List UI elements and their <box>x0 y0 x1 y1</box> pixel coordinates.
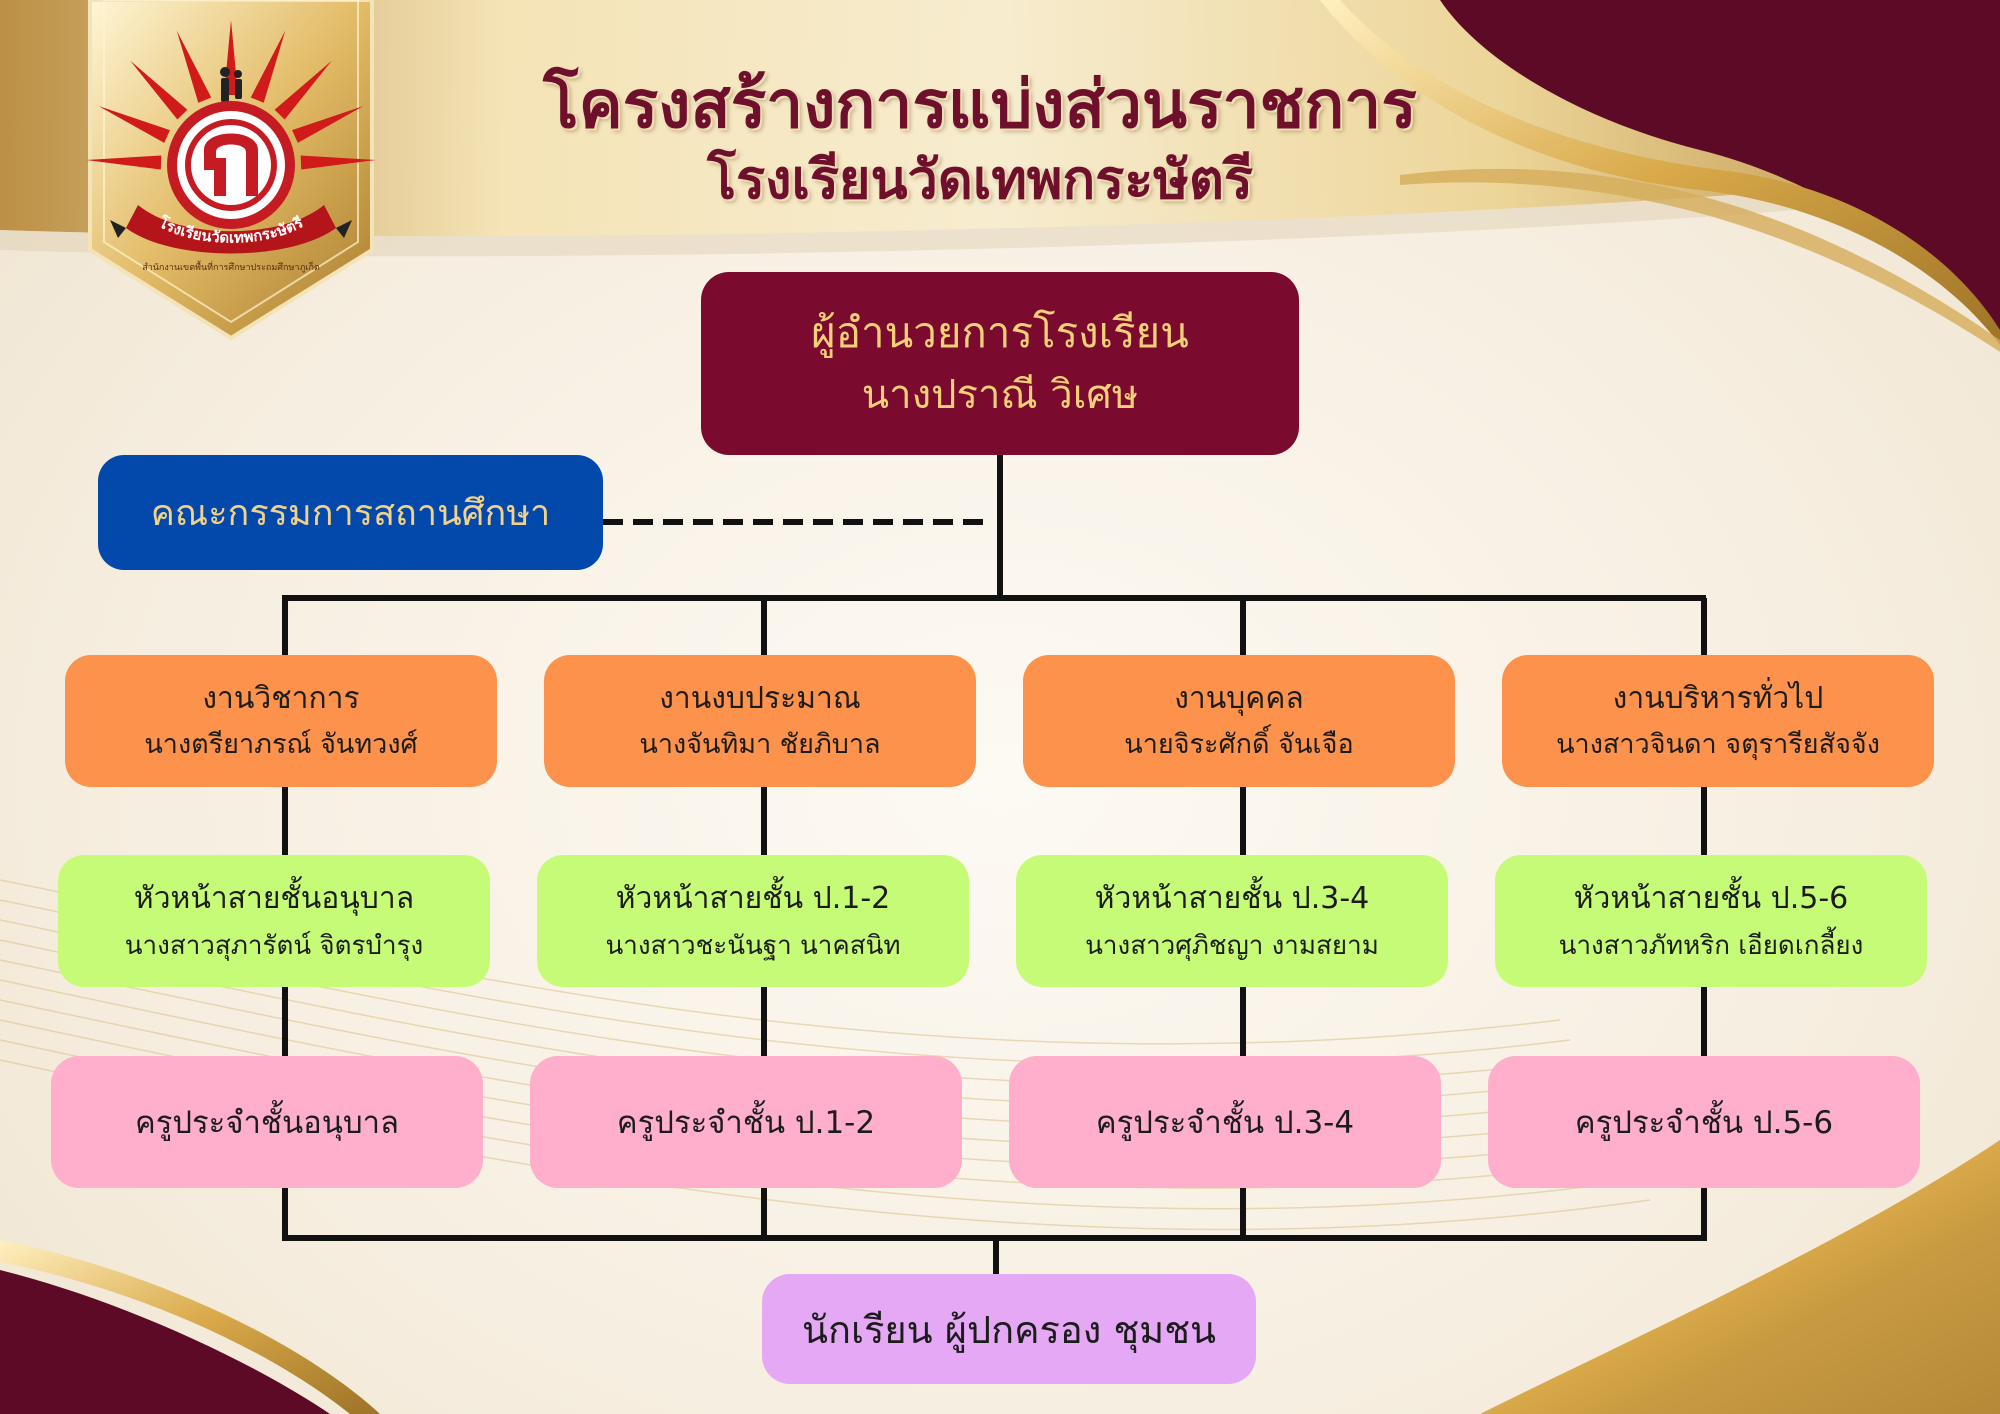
school-logo <box>86 0 376 341</box>
teacher-label: ครูประจำชั้นอนุบาล <box>134 1105 400 1141</box>
logo-ribbon <box>126 205 336 254</box>
department-title: งานบริหารทั่วไป <box>1612 681 1824 716</box>
department-head-name: นายจิระศักดิ์ จันเจือ <box>1124 729 1354 760</box>
department-title: งานงบประมาณ <box>659 681 861 716</box>
gold-swoosh-top-right <box>1320 0 2000 345</box>
grade-head-title: หัวหน้าสายชั้น ป.1-2 <box>615 881 891 916</box>
teacher-label: ครูประจำชั้น ป.1-2 <box>616 1105 876 1141</box>
director-name: นางปราณี วิเศษ <box>861 371 1139 418</box>
department-head-name: นางจันทิมา ชัยภิบาล <box>639 729 881 760</box>
grade-head-title: หัวหน้าสายชั้น ป.5-6 <box>1573 881 1849 916</box>
grade-head-box-kindergarten: หัวหน้าสายชั้นอนุบาล นางสาวสุภารัตน์ จิต… <box>58 855 490 987</box>
grade-head-box-p5-6: หัวหน้าสายชั้น ป.5-6 นางสาวภัทหริก เอียด… <box>1495 855 1927 987</box>
director-box: ผู้อำนวยการโรงเรียน นางปราณี วิเศษ <box>701 272 1299 455</box>
teacher-label: ครูประจำชั้น ป.5-6 <box>1574 1105 1834 1141</box>
department-box-budget: งานงบประมาณ นางจันทิมา ชัยภิบาล <box>544 655 976 787</box>
director-role: ผู้อำนวยการโรงเรียน <box>811 307 1189 357</box>
gold-corner-bottom-right-inner <box>1620 1210 2000 1414</box>
department-box-general: งานบริหารทั่วไป นางสาวจินดา จตุรารียสัจจ… <box>1502 655 1934 787</box>
maroon-corner-bottom-left <box>0 1270 330 1414</box>
grade-head-name: นางสาวภัทหริก เอียดเกลี้ยง <box>1558 931 1864 961</box>
page-subtitle: โรงเรียนวัดเทพกระษัตรี <box>707 148 1253 211</box>
department-title: งานวิชาการ <box>202 681 360 716</box>
grade-head-box-p3-4: หัวหน้าสายชั้น ป.3-4 นางสาวศุภิชญา งามสย… <box>1016 855 1448 987</box>
department-box-academic: งานวิชาการ นางตรียาภรณ์ จันทวงศ์ <box>65 655 497 787</box>
department-head-name: นางตรียาภรณ์ จันทวงศ์ <box>144 729 418 760</box>
grade-head-title: หัวหน้าสายชั้น ป.3-4 <box>1094 881 1370 916</box>
department-title: งานบุคคล <box>1174 681 1304 716</box>
page-title: โครงสร้างการแบ่งส่วนราชการ <box>543 66 1417 143</box>
grade-head-title: หัวหน้าสายชั้นอนุบาล <box>133 881 415 916</box>
department-box-personnel: งานบุคคล นายจิระศักดิ์ จันเจือ <box>1023 655 1455 787</box>
teacher-box-p5-6: ครูประจำชั้น ป.5-6 <box>1488 1056 1920 1188</box>
community-box: นักเรียน ผู้ปกครอง ชุมชน <box>762 1274 1256 1384</box>
department-head-name: นางสาวจินดา จตุรารียสัจจัง <box>1556 729 1880 760</box>
teacher-box-kindergarten: ครูประจำชั้นอนุบาล <box>51 1056 483 1188</box>
gold-swoosh-bottom-left <box>0 1240 380 1414</box>
committee-label: คณะกรรมการสถานศึกษา <box>150 493 551 534</box>
teacher-box-p1-2: ครูประจำชั้น ป.1-2 <box>530 1056 962 1188</box>
grade-head-name: นางสาวสุภารัตน์ จิตรบำรุง <box>124 931 424 961</box>
figures-icon <box>220 67 242 102</box>
grade-head-name: นางสาวชะนันฐา นาคสนิท <box>605 931 901 961</box>
sun-ray-icon <box>86 20 376 170</box>
grade-head-name: นางสาวศุภิชญา งามสยาม <box>1085 931 1379 961</box>
community-label: นักเรียน ผู้ปกครอง ชุมชน <box>802 1307 1216 1352</box>
teacher-box-p3-4: ครูประจำชั้น ป.3-4 <box>1009 1056 1441 1188</box>
committee-box: คณะกรรมการสถานศึกษา <box>98 455 603 570</box>
grade-head-box-p1-2: หัวหน้าสายชั้น ป.1-2 นางสาวชะนันฐา นาคสน… <box>537 855 969 987</box>
gold-swoosh-top-right-2 <box>1400 168 2000 352</box>
teacher-label: ครูประจำชั้น ป.3-4 <box>1095 1105 1355 1141</box>
thai-letter-icon <box>204 133 258 196</box>
maroon-corner-top-right <box>1440 0 2000 330</box>
